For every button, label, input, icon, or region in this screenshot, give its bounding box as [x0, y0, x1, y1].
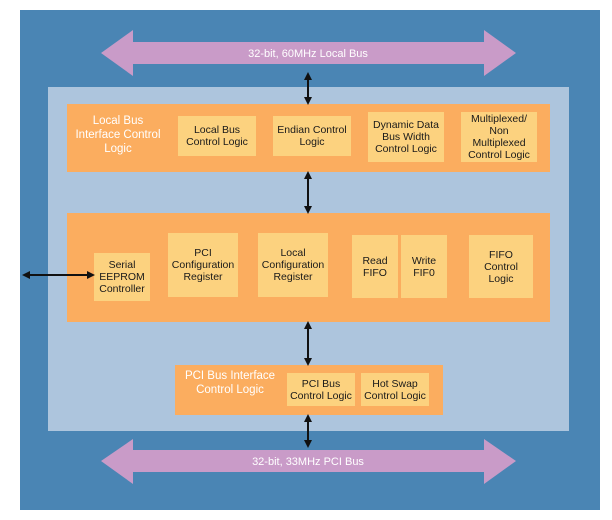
fifo-control-logic: FIFO Control Logic: [469, 235, 533, 298]
endian-control-logic: Endian Control Logic: [273, 116, 351, 156]
write-fifo: Write FIF0: [401, 235, 447, 298]
multiplexed-control-logic: Multiplexed/ Non Multiplexed Control Log…: [461, 112, 537, 162]
read-fifo: Read FIFO: [352, 235, 398, 298]
local-bus-arrow: [101, 30, 516, 76]
pci-bus-control-logic: PCI Bus Control Logic: [287, 373, 355, 406]
pci-bus-arrow: [101, 439, 516, 484]
local-bus-label: 32-bit, 60MHz Local Bus: [248, 48, 368, 60]
local-bus-interface-title: Local Bus Interface Control Logic: [75, 115, 161, 155]
dynamic-data-bus-width-control-logic: Dynamic Data Bus Width Control Logic: [368, 112, 444, 162]
serial-eeprom-controller: Serial EEPROM Controller: [94, 253, 150, 301]
local-configuration-register: Local Configuration Register: [258, 233, 328, 297]
pci-configuration-register: PCI Configuration Register: [168, 233, 238, 297]
pci-bus-label: 32-bit, 33MHz PCI Bus: [252, 456, 364, 468]
pci-bus-interface-title: PCI Bus Interface Control Logic: [184, 370, 276, 396]
hot-swap-control-logic: Hot Swap Control Logic: [361, 373, 429, 406]
local-bus-control-logic: Local Bus Control Logic: [178, 116, 256, 156]
